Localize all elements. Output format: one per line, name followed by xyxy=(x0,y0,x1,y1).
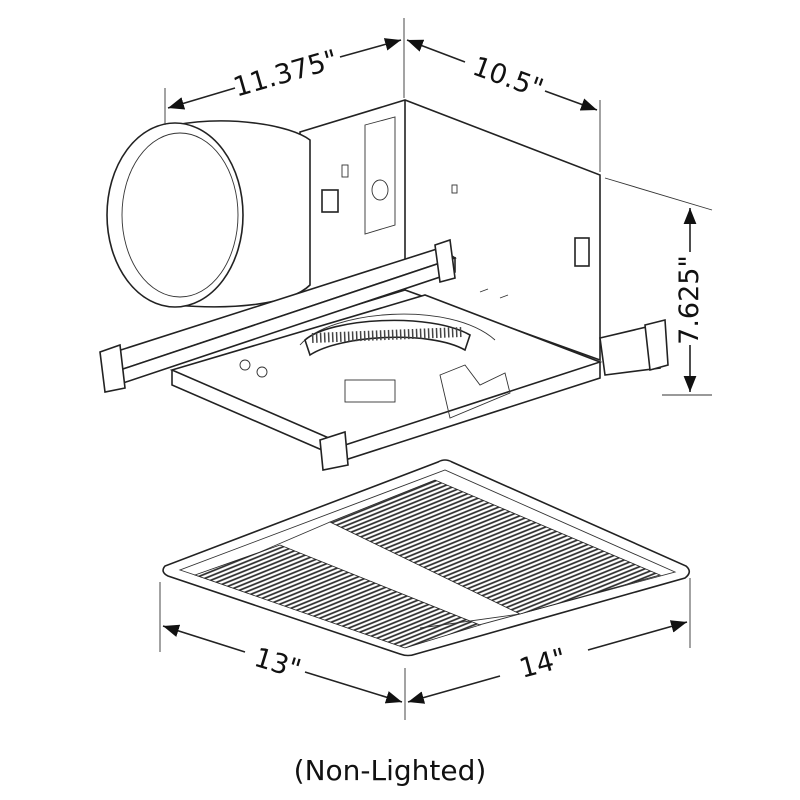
grille-louver-left xyxy=(193,544,482,649)
grille xyxy=(162,459,691,657)
knockout-right xyxy=(574,237,590,267)
dimension-grille-depth: 14" xyxy=(516,643,569,685)
dimension-housing-width: 11.375" xyxy=(230,44,341,103)
dimension-lines xyxy=(159,18,713,720)
duct-collar xyxy=(106,120,311,308)
housing-bottom-plate xyxy=(169,288,603,461)
dimension-grille-width: 13" xyxy=(251,642,305,685)
blower-wheel xyxy=(304,319,471,357)
dimension-housing-height: 7.625" xyxy=(674,255,705,345)
mounting-bracket xyxy=(99,238,669,471)
dimension-housing-depth: 10.5" xyxy=(469,51,548,105)
knockout-left xyxy=(321,189,339,213)
grille-louver-right xyxy=(329,479,662,615)
caption: (Non-Lighted) xyxy=(294,754,487,787)
